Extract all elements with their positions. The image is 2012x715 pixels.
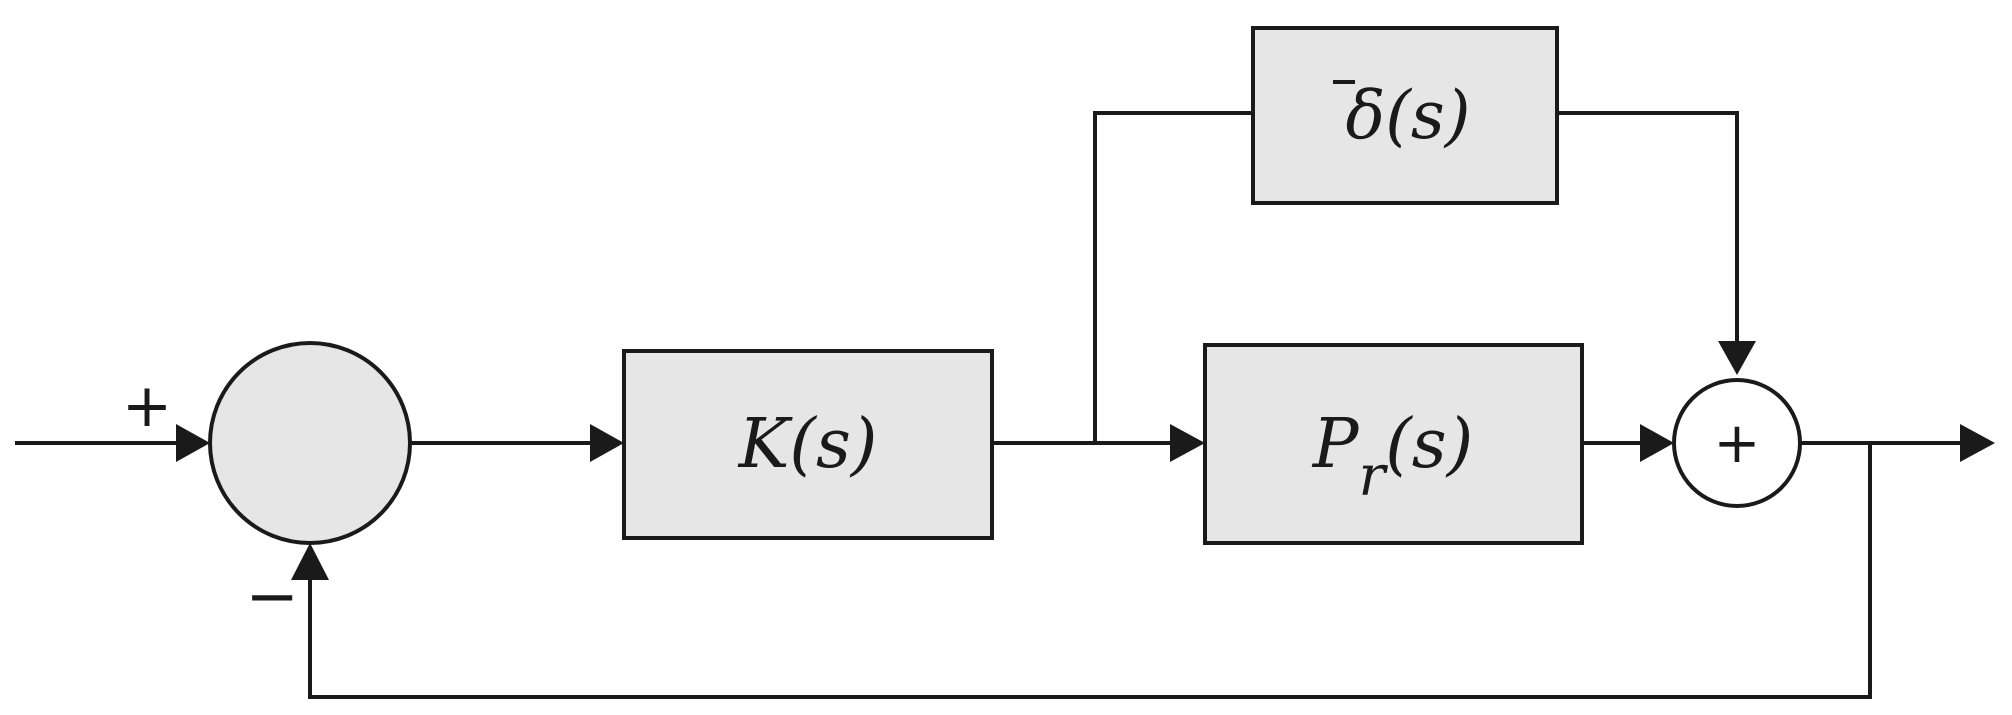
feedback-line [308, 443, 1872, 699]
controller-label: K(s) [737, 405, 878, 484]
output-arrowhead [1960, 424, 1995, 462]
uncertainty-arrowhead [1718, 341, 1756, 375]
input-arrowhead [176, 424, 210, 462]
control-arrowhead [1170, 424, 1205, 462]
uncertainty-block: δ(s) [1251, 26, 1559, 205]
comparator-circle [208, 341, 412, 545]
error-arrowhead [590, 424, 624, 462]
controller-block: K(s) [622, 349, 994, 540]
plant-label: Pr(s) [1311, 405, 1474, 509]
uncertainty-label: δ(s) [1345, 77, 1470, 154]
comparator-minus-sign: − [245, 560, 299, 634]
uncertainty-branch-line [1093, 111, 1253, 443]
summing-junction-sign: + [1714, 411, 1761, 476]
plant-block: Pr(s) [1203, 343, 1584, 545]
uncertainty-output-line [1557, 111, 1739, 348]
comparator-plus-sign: + [122, 371, 172, 441]
feedback-arrowhead [291, 543, 329, 580]
plant-output-arrowhead [1640, 424, 1674, 462]
